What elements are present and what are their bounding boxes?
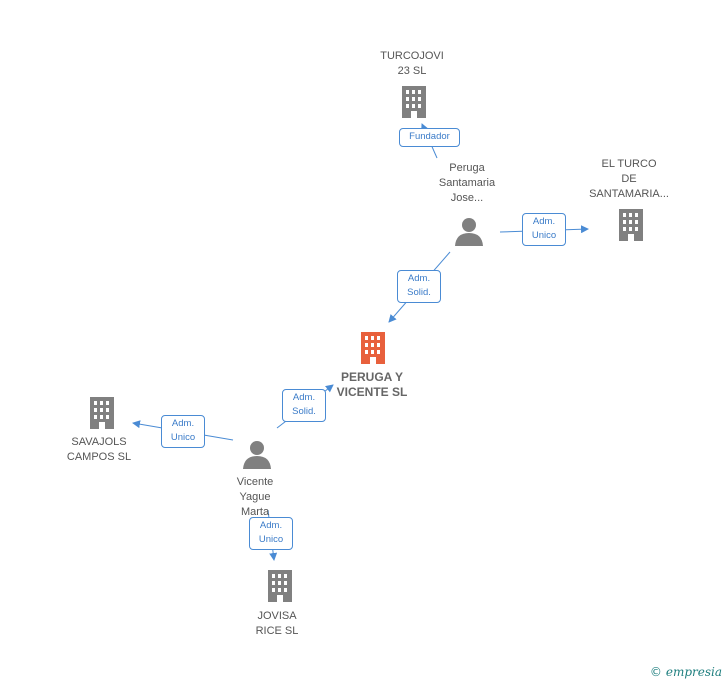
edge-label-adm-unico: Adm. Unico bbox=[522, 213, 566, 246]
building-icon[interactable] bbox=[87, 395, 117, 431]
node-label-vicente-marta[interactable]: Vicente Yague Marta bbox=[236, 476, 274, 518]
edge-label-adm-solid: Adm. Solid. bbox=[397, 270, 441, 303]
edge-label-adm-solid: Adm. Solid. bbox=[282, 389, 326, 422]
main-building-icon[interactable] bbox=[358, 330, 388, 366]
building-icon[interactable] bbox=[399, 84, 429, 120]
node-label-peruga-jose[interactable]: Peruga Santamaria Jose... bbox=[438, 162, 496, 204]
edge-label-adm-unico: Adm. Unico bbox=[161, 415, 205, 448]
building-icon[interactable] bbox=[616, 207, 646, 243]
node-label-main[interactable]: PERUGA Y VICENTE SL bbox=[336, 370, 408, 399]
person-icon[interactable] bbox=[242, 439, 272, 469]
node-label-turcojovi[interactable]: TURCOJOVI 23 SL bbox=[380, 50, 444, 77]
node-label-jovisa[interactable]: JOVISA RICE SL bbox=[255, 610, 299, 637]
building-icon[interactable] bbox=[265, 568, 295, 604]
person-icon[interactable] bbox=[454, 216, 484, 246]
node-label-savajols[interactable]: SAVAJOLS CAMPOS SL bbox=[66, 436, 132, 463]
brand-watermark: ©empresia bbox=[650, 665, 722, 679]
copyright-symbol: © bbox=[649, 665, 662, 679]
brand-name: empresia bbox=[665, 665, 722, 679]
edge-label-fundador: Fundador bbox=[399, 128, 460, 147]
node-label-el-turco[interactable]: EL TURCO DE SANTAMARIA... bbox=[589, 158, 669, 200]
edge-label-adm-unico: Adm. Unico bbox=[249, 517, 293, 550]
